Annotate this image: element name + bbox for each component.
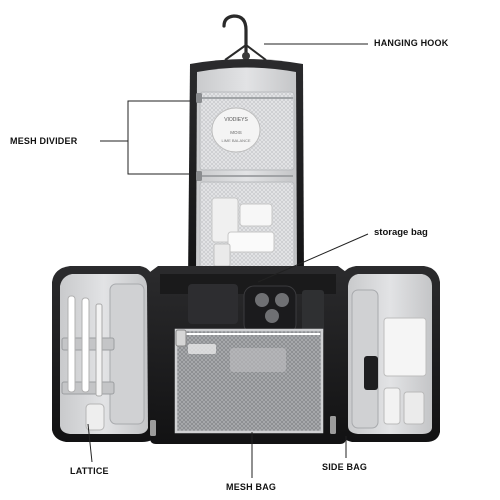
leader-lines [87,43,369,478]
right-side-bag [330,266,440,442]
label-side-bag: SIDE BAG [322,462,368,472]
label-mesh-divider: MESH DIVIDER [10,136,78,146]
main-compartment [150,266,346,444]
hanging-hook [222,14,267,61]
top-flap: VIODIEYS MOIS LIME BALANCE [188,59,304,282]
jar-brand: VIODIEYS [224,117,248,123]
label-hanging-hook: HANGING HOOK [374,38,449,48]
label-lattice: LATTICE [70,466,109,476]
leader-lattice [87,423,93,463]
jar-line1: MOIS [230,130,242,135]
leader-mesh-divider [127,100,190,175]
label-mesh-bag: MESH BAG [226,482,277,492]
label-storage-bag: storage bag [374,227,428,238]
left-side-bag [52,266,156,442]
jar-line2: LIME BALANCE [221,138,250,143]
leader-storage-bag [257,233,369,283]
